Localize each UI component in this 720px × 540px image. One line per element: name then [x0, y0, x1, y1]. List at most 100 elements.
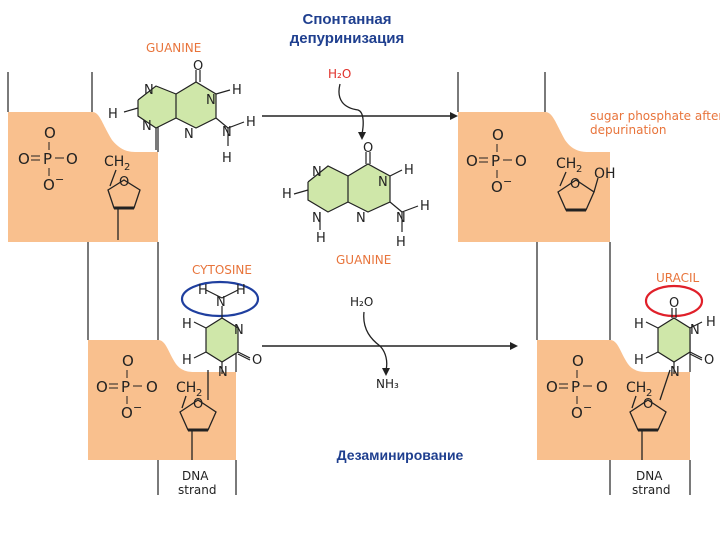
- svg-text:P: P: [121, 378, 130, 396]
- deamination-title: Дезаминирование: [336, 447, 464, 463]
- cytosine-label: CYTOSINE: [192, 263, 252, 277]
- phosphate-group-right-top: O O P O O −: [466, 126, 527, 196]
- svg-text:−: −: [133, 401, 142, 414]
- svg-text:CH: CH: [176, 380, 196, 396]
- sugar-phosphate-label-line1: sugar phosphate after: [590, 109, 720, 123]
- svg-text:2: 2: [196, 388, 202, 399]
- svg-text:H: H: [634, 317, 644, 332]
- water-curve-arrow-bottom: [363, 311, 388, 371]
- svg-text:O: O: [492, 126, 504, 144]
- svg-text:−: −: [583, 401, 592, 414]
- svg-text:O: O: [122, 352, 134, 370]
- svg-text:O: O: [570, 177, 580, 192]
- depurination-title: Спонтанная депуринизация: [289, 11, 405, 47]
- svg-text:H: H: [236, 283, 246, 298]
- cytosine-amino-highlight: [180, 280, 260, 318]
- sugar-ring-right-top: CH 2 O OH: [556, 156, 616, 212]
- ammonia-label: NH₃: [376, 377, 399, 391]
- svg-text:H: H: [282, 187, 292, 202]
- water-label-bottom: H₂O: [350, 295, 373, 309]
- uracil-oxygen-highlight: [644, 284, 704, 318]
- svg-text:H: H: [182, 353, 192, 368]
- svg-text:O: O: [515, 152, 527, 170]
- svg-text:N: N: [184, 127, 194, 142]
- svg-text:H: H: [222, 151, 232, 166]
- svg-text:CH: CH: [104, 154, 124, 170]
- svg-text:CH: CH: [556, 156, 576, 172]
- svg-text:O: O: [66, 150, 78, 168]
- svg-text:N: N: [690, 323, 700, 338]
- svg-text:N: N: [312, 165, 322, 180]
- svg-text:O: O: [121, 404, 133, 422]
- svg-text:O: O: [466, 152, 478, 170]
- guanine-molecule-center: O N N N N H H N H H H: [282, 141, 430, 250]
- svg-text:N: N: [218, 365, 228, 380]
- svg-text:H: H: [108, 107, 118, 122]
- dna-strand-label-right-line2: strand: [632, 483, 670, 497]
- svg-text:N: N: [356, 211, 366, 226]
- svg-text:N: N: [142, 119, 152, 134]
- svg-text:O: O: [96, 378, 108, 396]
- svg-text:N: N: [396, 211, 406, 226]
- svg-text:2: 2: [124, 162, 130, 173]
- backbone-panel-left-top: [8, 112, 158, 242]
- svg-text:P: P: [491, 152, 500, 170]
- water-curve-arrow-top: [338, 83, 364, 135]
- guanine-label-center: GUANINE: [336, 253, 391, 267]
- svg-text:O: O: [119, 175, 129, 190]
- svg-text:N: N: [234, 323, 244, 338]
- guanine-molecule-left: O N N N N H H N H H: [108, 59, 256, 166]
- water-label-top: H₂O: [328, 67, 351, 81]
- svg-text:P: P: [43, 150, 52, 168]
- dna-strand-label-left-line2: strand: [178, 483, 216, 497]
- svg-text:O: O: [572, 352, 584, 370]
- svg-text:O: O: [596, 378, 608, 396]
- svg-text:O: O: [571, 404, 583, 422]
- svg-text:H: H: [634, 353, 644, 368]
- svg-text:O: O: [18, 150, 30, 168]
- sugar-ring-left-top: CH 2 O: [104, 154, 141, 240]
- svg-text:N: N: [312, 211, 322, 226]
- svg-text:H: H: [404, 163, 414, 178]
- svg-text:N: N: [206, 93, 216, 108]
- dna-strand-label-right-line1: DNA: [636, 469, 663, 483]
- svg-text:−: −: [55, 173, 64, 186]
- svg-text:O: O: [43, 176, 55, 194]
- svg-text:P: P: [571, 378, 580, 396]
- svg-text:N: N: [216, 295, 226, 310]
- svg-text:CH: CH: [626, 380, 646, 396]
- uracil-label: URACIL: [656, 271, 700, 285]
- svg-text:N: N: [144, 83, 154, 98]
- svg-text:O: O: [546, 378, 558, 396]
- sugar-ring-left-bottom: CH 2 O: [176, 370, 217, 460]
- svg-text:O: O: [491, 178, 503, 196]
- svg-text:H: H: [396, 235, 406, 250]
- dna-strand-label-left-line1: DNA: [182, 469, 209, 483]
- svg-text:H: H: [420, 199, 430, 214]
- svg-text:H: H: [198, 283, 208, 298]
- phosphate-group-left-top: O O P O O −: [18, 124, 78, 194]
- svg-text:N: N: [670, 365, 680, 380]
- svg-text:O: O: [252, 353, 262, 368]
- svg-text:N: N: [222, 125, 232, 140]
- backbone-panel-left-bottom: [88, 340, 236, 460]
- svg-text:H: H: [232, 83, 242, 98]
- sugar-phosphate-label-line2: depurination: [590, 123, 666, 137]
- cytosine-molecule: H N H H H N O N: [182, 283, 262, 380]
- svg-text:O: O: [193, 59, 203, 74]
- svg-text:O: O: [193, 397, 203, 412]
- svg-text:O: O: [669, 296, 679, 311]
- svg-text:H: H: [316, 231, 326, 246]
- svg-text:H: H: [706, 315, 716, 330]
- hydroxyl-label: OH: [594, 166, 616, 182]
- svg-text:O: O: [643, 397, 653, 412]
- svg-text:O: O: [363, 141, 373, 156]
- svg-text:−: −: [503, 175, 512, 188]
- backbone-panel-right-top: [458, 112, 610, 242]
- svg-text:O: O: [146, 378, 158, 396]
- svg-text:2: 2: [646, 388, 652, 399]
- svg-text:H: H: [246, 115, 256, 130]
- svg-text:N: N: [378, 175, 388, 190]
